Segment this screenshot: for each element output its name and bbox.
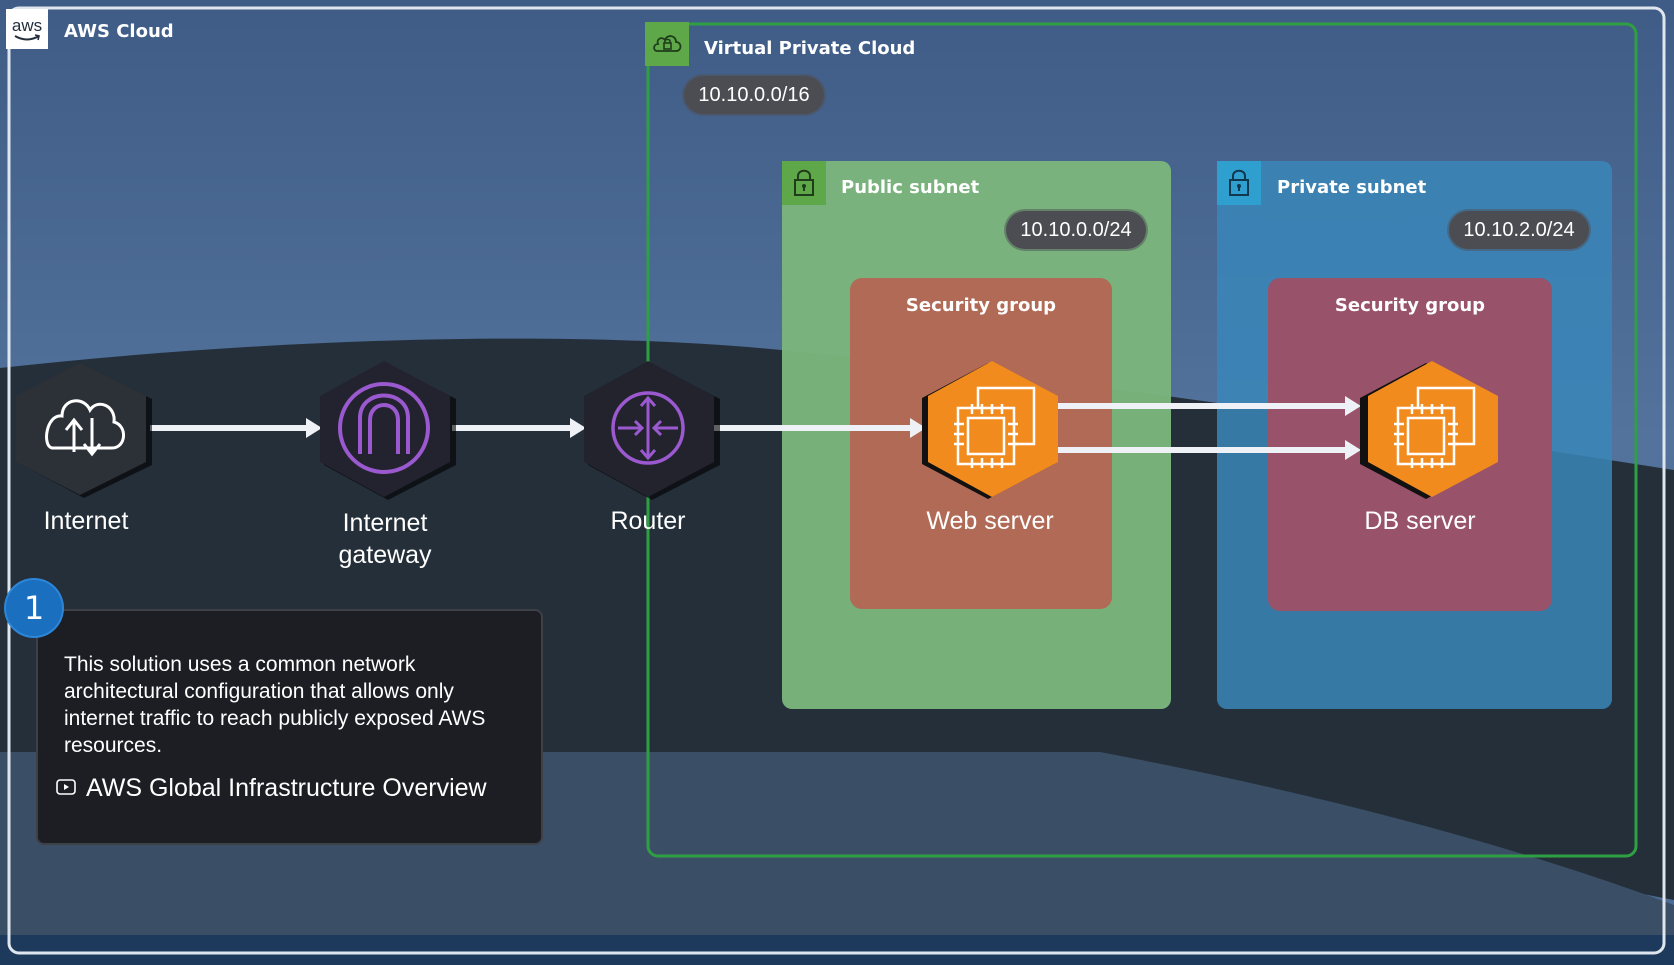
web-server-label: Web server [926,507,1054,535]
internet-gateway-label-line2: gateway [338,541,432,569]
aws-cloud-frame [7,6,1666,955]
vpc-cidr-badge: 10.10.0.0/16 [684,76,824,114]
router-node-icon [584,361,720,500]
internet-gateway-node-icon [320,361,456,500]
cloud-lock-icon [645,22,689,66]
public-subnet-cidr-badge: 10.10.0.0/24 [1006,211,1146,249]
internet-label: Internet [43,507,129,535]
private-subnet-title: Private subnet [1277,177,1427,198]
web-server-node-icon [922,361,1058,499]
info-card: This solution uses a common network arch… [36,609,543,845]
step-badge: 1 [6,580,62,636]
global-infrastructure-link[interactable]: AWS Global Infrastructure Overview [56,774,487,803]
info-card-text: This solution uses a common network arch… [64,653,486,757]
global-infrastructure-link-label: AWS Global Infrastructure Overview [86,774,487,802]
db-server-node-icon [1360,361,1498,499]
aws-logo-icon: aws [6,9,48,49]
security-group-public-label: Security group [905,295,1057,316]
lock-icon [782,161,826,205]
public-subnet-title: Public subnet [841,177,980,198]
security-group-private-label: Security group [1334,295,1486,316]
lock-icon [1217,161,1261,205]
internet-gateway-label: Internet gateway [300,507,470,571]
private-subnet-cidr-badge: 10.10.2.0/24 [1449,211,1589,249]
router-label: Router [610,507,686,535]
aws-logo-text: aws [11,15,43,35]
internet-gateway-label-line1: Internet [342,509,428,537]
vpc-title: Virtual Private Cloud [704,38,916,59]
connection-arrows [150,396,1361,460]
aws-cloud-title: AWS Cloud [64,21,174,42]
video-play-icon [56,778,76,799]
db-server-label: DB server [1364,507,1476,535]
internet-node-icon [16,363,152,498]
